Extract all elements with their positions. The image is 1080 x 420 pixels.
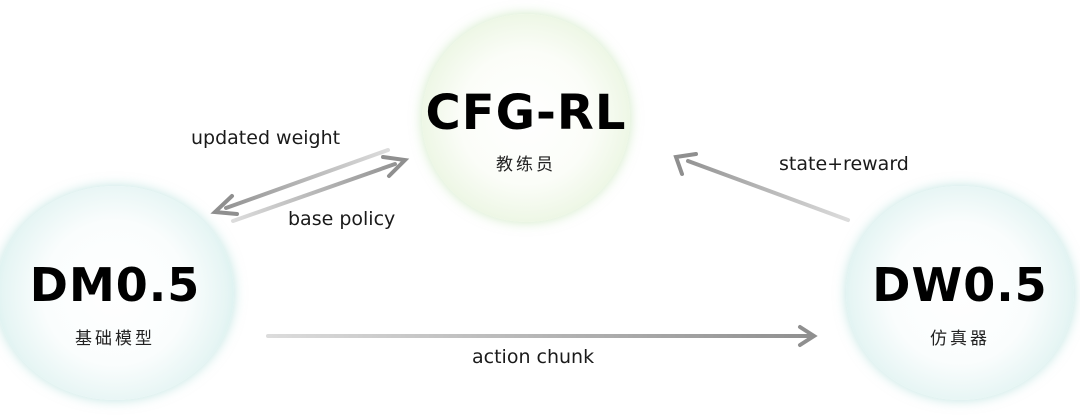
node-coach-title: CFG-RL bbox=[425, 85, 627, 141]
node-base-model-title: DM0.5 bbox=[29, 258, 201, 312]
label-action-chunk: action chunk bbox=[472, 346, 595, 368]
label-state-reward: state+reward bbox=[779, 153, 909, 175]
label-updated-weight: updated weight bbox=[191, 127, 341, 149]
arrow-updated-weight bbox=[210, 148, 390, 216]
node-base-model-subtitle: 基础模型 bbox=[75, 329, 155, 349]
node-simulator: DW0.5 仿真器 bbox=[846, 186, 1074, 400]
arrow-state-reward bbox=[673, 152, 850, 222]
node-simulator-title: DW0.5 bbox=[872, 258, 1048, 312]
node-base-model: DM0.5 基础模型 bbox=[0, 186, 234, 400]
arrow-action-chunk bbox=[266, 325, 818, 347]
node-coach: CFG-RL 教练员 bbox=[422, 14, 630, 222]
node-simulator-subtitle: 仿真器 bbox=[930, 329, 990, 349]
arrow-base-policy bbox=[231, 155, 410, 223]
label-base-policy: base policy bbox=[288, 208, 396, 230]
node-coach-subtitle: 教练员 bbox=[496, 155, 556, 175]
